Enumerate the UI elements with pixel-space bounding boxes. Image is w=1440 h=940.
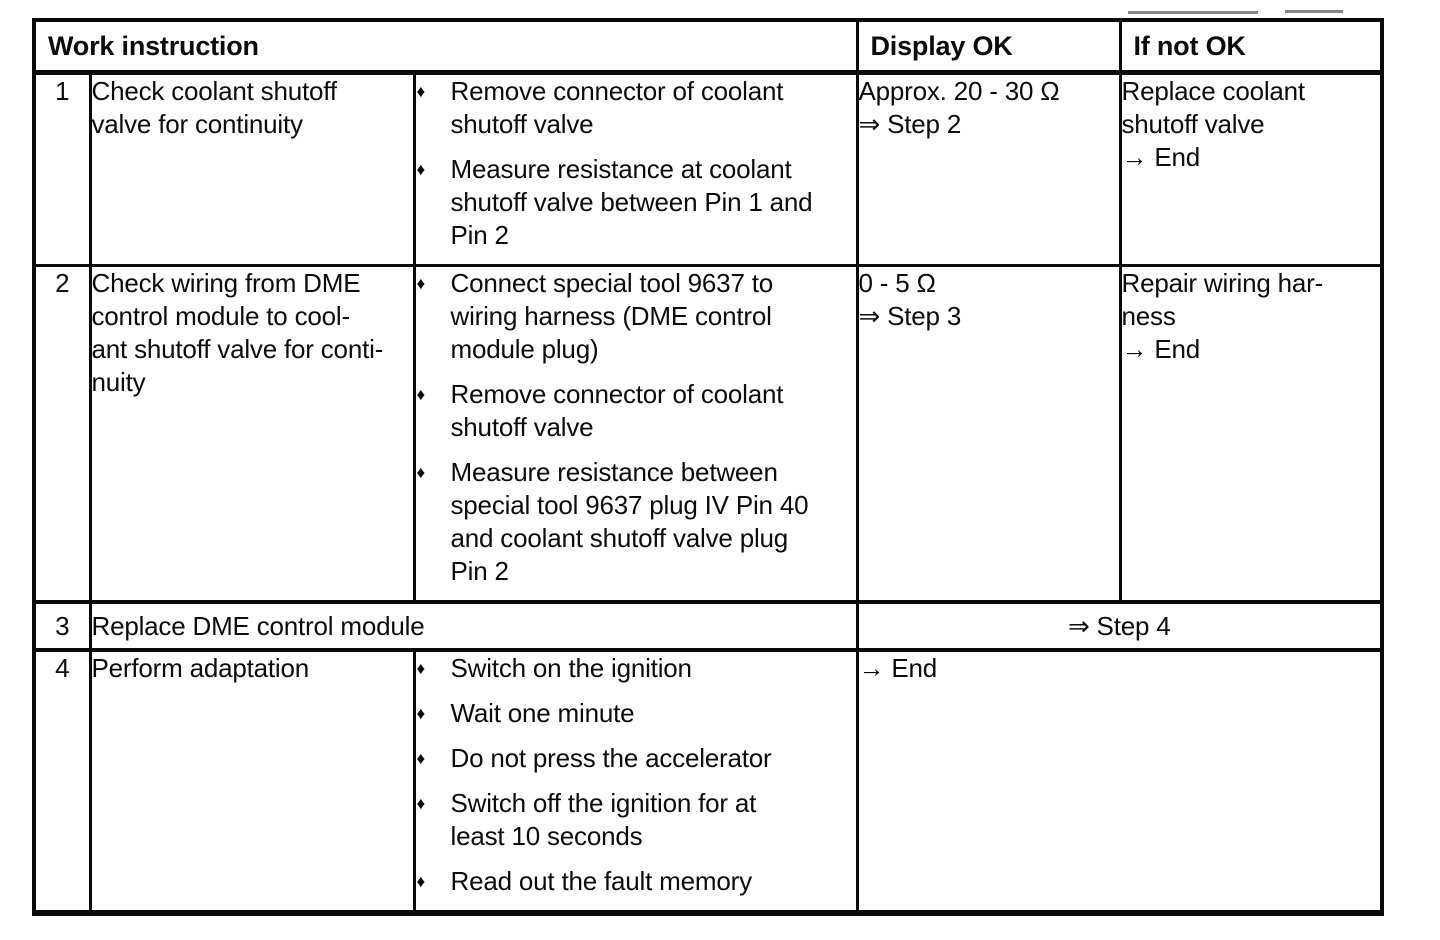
step-number: 2 (32, 264, 92, 604)
result-text: ⇒ Step 4 (1067, 610, 1171, 641)
substeps-cell: ♦ Switch on the ignition ♦ Wait one minu… (412, 648, 859, 916)
instruction-step: ♦ Do not press the accelerator (416, 742, 856, 775)
instruction-text: Check coolant shutoff valve for continui… (91, 76, 338, 139)
display-ok-text: Approx. 20 - 30 Ω ⇒ Step 2 (858, 76, 1060, 139)
step-text: Switch off the ignition for at least 10 … (450, 788, 757, 851)
step-text: Measure resistance between special tool … (450, 457, 809, 586)
instruction-cell: Perform adaptation (88, 648, 416, 916)
step-number: 4 (32, 648, 92, 916)
instruction-text: Check wiring from DME control module to … (91, 268, 384, 397)
diamond-bullet-icon: ♦ (416, 160, 426, 179)
step-text: Connect special tool 9637 to wiring harn… (450, 268, 774, 364)
substeps-cell: ♦ Remove connector of coolant shutoff va… (412, 71, 859, 267)
instruction-cell: Check coolant shutoff valve for continui… (88, 71, 416, 267)
diamond-bullet-icon: ♦ (416, 385, 426, 404)
diamond-bullet-icon: ♦ (416, 749, 426, 768)
table-row: 3 Replace DME control module ⇒ Step 4 (32, 600, 1384, 652)
instruction-step: ♦ Switch off the ignition for at least 1… (416, 787, 856, 853)
diamond-bullet-icon: ♦ (416, 463, 426, 482)
if-not-ok-text: Replace coolant shutoff valve → End (1121, 76, 1306, 172)
instruction-step: ♦ Read out the fault memory (416, 865, 856, 898)
display-ok-cell: 0 - 5 Ω ⇒ Step 3 (855, 264, 1122, 604)
instruction-cell: Check wiring from DME control module to … (88, 264, 416, 604)
table-header-row: Work instruction Display OK If not OK (32, 18, 1384, 75)
instruction-text: Replace DME control module (91, 610, 425, 641)
display-ok-cell: Approx. 20 - 30 Ω ⇒ Step 2 (855, 71, 1122, 267)
if-not-ok-cell: Repair wiring har- ness → End (1118, 264, 1384, 604)
instruction-text: Perform adaptation (91, 653, 310, 683)
diamond-bullet-icon: ♦ (416, 872, 426, 891)
header-display-ok: Display OK (855, 18, 1122, 75)
diamond-bullet-icon: ♦ (416, 274, 426, 293)
step-text: Remove connector of coolant shutoff valv… (450, 379, 784, 442)
header-work-instruction: Work instruction (32, 18, 859, 75)
step-text: Do not press the accelerator (450, 743, 772, 773)
table-row: 1 Check coolant shutoff valve for contin… (32, 71, 1384, 267)
diamond-bullet-icon: ♦ (416, 794, 426, 813)
step-number: 1 (32, 71, 92, 267)
diamond-bullet-icon: ♦ (416, 82, 426, 101)
step-number: 3 (32, 600, 92, 652)
diamond-bullet-icon: ♦ (416, 704, 426, 723)
if-not-ok-cell: Replace coolant shutoff valve → End (1118, 71, 1384, 267)
step-text: Wait one minute (450, 698, 635, 728)
instruction-step: ♦ Measure resistance at coolant shutoff … (416, 153, 856, 252)
step-text: Measure resistance at coolant shutoff va… (450, 154, 813, 250)
scan-artifact (1128, 11, 1258, 14)
instruction-step: ♦ Connect special tool 9637 to wiring ha… (416, 267, 856, 366)
instruction-step: ♦ Wait one minute (416, 697, 856, 730)
table-row: 2 Check wiring from DME control module t… (32, 264, 1384, 604)
display-ok-text: 0 - 5 Ω ⇒ Step 3 (858, 268, 962, 331)
instruction-step: ♦ Remove connector of coolant shutoff va… (416, 378, 856, 444)
result-text: → End (858, 653, 938, 683)
table-row: 4 Perform adaptation ♦ Switch on the ign… (32, 648, 1384, 916)
step-text: Remove connector of coolant shutoff valv… (450, 76, 784, 139)
result-cell: → End (855, 648, 1384, 916)
step-text: Switch on the ignition (450, 653, 693, 683)
diamond-bullet-icon: ♦ (416, 659, 426, 678)
scan-artifact (1285, 10, 1343, 13)
instruction-step: ♦ Switch on the ignition (416, 652, 856, 685)
instruction-step: ♦ Measure resistance between special too… (416, 456, 856, 588)
instruction-cell: Replace DME control module (88, 600, 859, 652)
substeps-cell: ♦ Connect special tool 9637 to wiring ha… (412, 264, 859, 604)
if-not-ok-text: Repair wiring har- ness → End (1121, 268, 1324, 364)
work-instruction-table: Work instruction Display OK If not OK 1 … (32, 18, 1384, 916)
instruction-step: ♦ Remove connector of coolant shutoff va… (416, 75, 856, 141)
result-cell: ⇒ Step 4 (855, 600, 1384, 652)
step-text: Read out the fault memory (450, 866, 753, 896)
header-if-not-ok: If not OK (1118, 18, 1384, 75)
